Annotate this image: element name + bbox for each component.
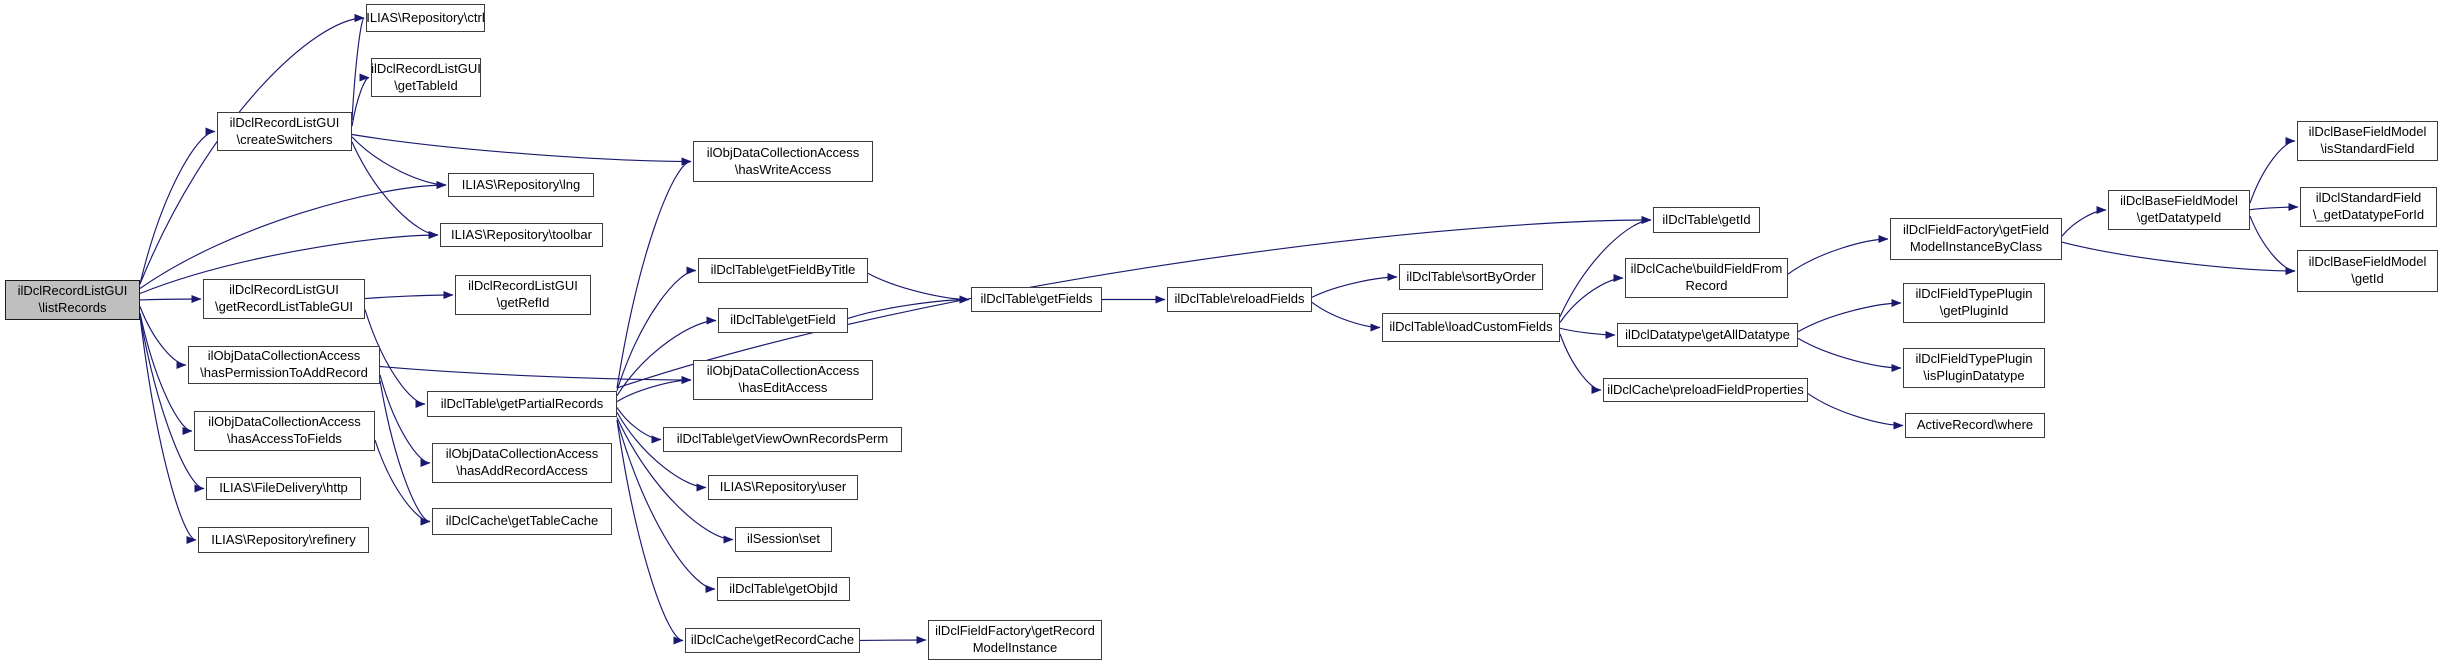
- graph-edge-getRecordListTableGUI-to-getPartialRecords: [364, 309, 426, 408]
- graph-edge-buildFieldFromRecord-to-getFieldModelInstanceByClass: [1787, 235, 1889, 275]
- graph-node-set[interactable]: ilSession\set: [735, 527, 832, 552]
- graph-edge-getAllDatatype-to-isPluginDatatype: [1797, 337, 1902, 372]
- graph-edge-getPartialRecords-to-getField: [616, 316, 717, 396]
- graph-edge-getPartialRecords-to-user: [616, 412, 707, 492]
- graph-node-getObjId[interactable]: ilDclTable\getObjId: [717, 577, 850, 601]
- graph-edge-listRecords-to-hasPermissionToAddRecord: [139, 306, 187, 369]
- graph-node-buildFieldFromRecord[interactable]: ilDclCache\buildFieldFrom Record: [1625, 258, 1788, 298]
- graph-edge-createSwitchers-to-getTableId: [351, 73, 370, 127]
- graph-edge-getFieldModelInstanceByClass-to-getIdModel: [2061, 241, 2296, 275]
- graph-edge-getDatatypeId-to-getIdModel: [2249, 215, 2296, 275]
- graph-edge-getDatatypeId-to-getDatatypeForId: [2249, 203, 2299, 212]
- graph-node-toolbar[interactable]: ILIAS\Repository\toolbar: [440, 223, 603, 247]
- graph-node-getRecordModelInstance[interactable]: ilDclFieldFactory\getRecord ModelInstanc…: [928, 620, 1102, 660]
- graph-node-hasWriteAccess[interactable]: ilObjDataCollectionAccess \hasWriteAcces…: [693, 141, 873, 182]
- graph-node-sortByOrder[interactable]: ilDclTable\sortByOrder: [1399, 264, 1543, 290]
- graph-edge-listRecords-to-ctrl: [139, 14, 365, 285]
- graph-node-loadCustomFields[interactable]: ilDclTable\loadCustomFields: [1382, 313, 1560, 342]
- graph-node-getDatatypeForId[interactable]: ilDclStandardField \_getDatatypeForId: [2300, 187, 2437, 227]
- graph-node-getIdModel[interactable]: ilDclBaseFieldModel \getId: [2297, 250, 2438, 292]
- graph-node-getFields[interactable]: ilDclTable\getFields: [971, 287, 1102, 312]
- graph-edge-hasPermissionToAddRecord-to-hasEditAccess: [379, 365, 692, 384]
- graph-node-getAllDatatype[interactable]: ilDclDatatype\getAllDatatype: [1617, 323, 1798, 347]
- graph-edge-listRecords-to-http: [139, 315, 205, 493]
- graph-edge-getPartialRecords-to-getIdTable: [616, 216, 1652, 389]
- graph-node-refinery[interactable]: ILIAS\Repository\refinery: [198, 527, 369, 553]
- graph-edge-loadCustomFields-to-getIdTable: [1559, 216, 1652, 317]
- graph-node-isStandardField[interactable]: ilDclBaseFieldModel \isStandardField: [2297, 121, 2438, 161]
- graph-node-preloadFieldProperties[interactable]: ilDclCache\preloadFieldProperties: [1603, 378, 1808, 402]
- graph-node-listRecords: ilDclRecordListGUI \listRecords: [5, 280, 140, 320]
- graph-edge-listRecords-to-getRecordListTableGUI: [139, 295, 202, 304]
- graph-node-getIdTable[interactable]: ilDclTable\getId: [1653, 207, 1760, 233]
- graph-edge-getPartialRecords-to-set: [616, 417, 734, 544]
- graph-node-getRecordListTableGUI[interactable]: ilDclRecordListGUI \getRecordListTableGU…: [203, 279, 365, 319]
- graph-node-getRecordCache[interactable]: ilDclCache\getRecordCache: [685, 628, 860, 653]
- graph-node-where[interactable]: ActiveRecord\where: [1905, 413, 2045, 438]
- graph-node-getDatatypeId[interactable]: ilDclBaseFieldModel \getDatatypeId: [2108, 190, 2250, 230]
- graph-edge-createSwitchers-to-ctrl: [351, 14, 365, 121]
- graph-node-ctrl[interactable]: ILIAS\Repository\ctrl: [366, 4, 485, 32]
- graph-edge-loadCustomFields-to-preloadFieldProperties: [1559, 333, 1602, 394]
- graph-edge-getField-to-getFields: [847, 295, 970, 319]
- graph-edge-listRecords-to-hasAccessToFields: [139, 312, 193, 435]
- graph-edge-listRecords-to-toolbar: [139, 231, 439, 295]
- graph-node-getTableId[interactable]: ilDclRecordListGUI \getTableId: [371, 58, 481, 97]
- graph-edge-listRecords-to-refinery: [139, 315, 197, 544]
- graph-edge-getPartialRecords-to-hasWriteAccess: [616, 157, 692, 389]
- graph-edge-loadCustomFields-to-buildFieldFromRecord: [1559, 274, 1624, 323]
- graph-edge-getDatatypeId-to-isStandardField: [2249, 137, 2296, 204]
- graph-edge-listRecords-to-lng: [139, 181, 447, 289]
- graph-edge-createSwitchers-to-hasWriteAccess: [351, 133, 692, 166]
- graph-edge-loadCustomFields-to-getAllDatatype: [1559, 327, 1616, 339]
- graph-edge-preloadFieldProperties-to-where: [1807, 393, 1904, 430]
- graph-edge-hasAccessToFields-to-getTableCache: [374, 439, 431, 526]
- graph-edge-reloadFields-to-loadCustomFields: [1311, 301, 1381, 332]
- graph-edge-getPartialRecords-to-getFieldByTitle: [616, 266, 697, 391]
- graph-node-getTableCache[interactable]: ilDclCache\getTableCache: [432, 508, 612, 535]
- graph-node-createSwitchers[interactable]: ilDclRecordListGUI \createSwitchers: [217, 112, 352, 151]
- graph-edge-createSwitchers-to-toolbar: [351, 141, 439, 239]
- graph-node-hasPermissionToAddRecord[interactable]: ilObjDataCollectionAccess \hasPermission…: [188, 346, 380, 384]
- graph-node-hasEditAccess[interactable]: ilObjDataCollectionAccess \hasEditAccess: [693, 360, 873, 400]
- graph-node-getPartialRecords[interactable]: ilDclTable\getPartialRecords: [427, 391, 617, 417]
- graph-node-hasAddRecordAccess[interactable]: ilObjDataCollectionAccess \hasAddRecordA…: [432, 443, 612, 483]
- graph-edge-getPartialRecords-to-getViewOwnRecordsPerm: [616, 407, 662, 444]
- graph-node-getFieldModelInstanceByClass[interactable]: ilDclFieldFactory\getField ModelInstance…: [1890, 218, 2062, 260]
- graph-edge-hasPermissionToAddRecord-to-hasAddRecordAccess: [379, 374, 431, 467]
- graph-edge-reloadFields-to-sortByOrder: [1311, 273, 1398, 298]
- graph-node-getPluginId[interactable]: ilDclFieldTypePlugin \getPluginId: [1903, 283, 2045, 323]
- graph-edge-getFieldByTitle-to-getFields: [867, 272, 970, 304]
- graph-node-isPluginDatatype[interactable]: ilDclFieldTypePlugin \isPluginDatatype: [1903, 348, 2045, 388]
- graph-node-getRefId[interactable]: ilDclRecordListGUI \getRefId: [455, 275, 591, 315]
- graph-node-getFieldByTitle[interactable]: ilDclTable\getFieldByTitle: [698, 258, 868, 283]
- graph-node-lng[interactable]: ILIAS\Repository\lng: [448, 173, 594, 197]
- graph-node-getViewOwnRecordsPerm[interactable]: ilDclTable\getViewOwnRecordsPerm: [663, 427, 902, 452]
- graph-node-http[interactable]: ILIAS\FileDelivery\http: [206, 477, 361, 500]
- graph-edge-getPartialRecords-to-getObjId: [616, 419, 716, 593]
- graph-edge-getFieldModelInstanceByClass-to-getDatatypeId: [2061, 206, 2107, 237]
- graph-edge-createSwitchers-to-lng: [351, 136, 447, 189]
- graph-node-hasAccessToFields[interactable]: ilObjDataCollectionAccess \hasAccessToFi…: [194, 411, 375, 451]
- graph-node-reloadFields[interactable]: ilDclTable\reloadFields: [1167, 287, 1312, 312]
- graph-edge-getAllDatatype-to-getPluginId: [1797, 299, 1902, 333]
- graph-edge-getPartialRecords-to-hasEditAccess: [616, 376, 692, 403]
- graph-edge-getRecordListTableGUI-to-getRefId: [364, 291, 454, 300]
- graph-edge-listRecords-to-createSwitchers: [139, 127, 216, 285]
- graph-edge-getPartialRecords-to-getRecordCache: [616, 419, 684, 645]
- graph-node-getField[interactable]: ilDclTable\getField: [718, 308, 848, 333]
- graph-node-user[interactable]: ILIAS\Repository\user: [708, 475, 858, 500]
